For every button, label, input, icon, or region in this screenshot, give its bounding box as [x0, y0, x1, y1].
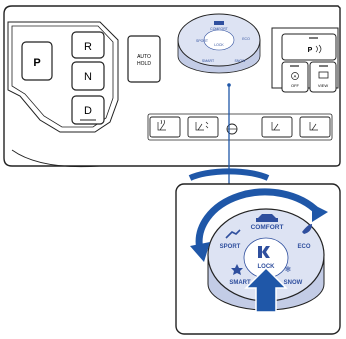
drive-mode-knob-small[interactable]: COMFORT SPORT ECO SMART SNOW LOCK — [177, 13, 261, 74]
auto-hold-line2: HOLD — [137, 61, 151, 67]
rotate-arrow-hint — [188, 168, 270, 181]
seat-buttons-row — [147, 113, 333, 141]
gear-button-d[interactable]: D — [71, 95, 105, 125]
snow-label: SNOW — [284, 280, 303, 286]
push-arrow-icon — [244, 266, 288, 313]
parking-assist-button[interactable]: P — [281, 33, 337, 61]
auto-hold-button[interactable]: AUTO HOLD — [127, 35, 161, 83]
eco-label: ECO — [297, 244, 310, 250]
small-knob-eco-label: ECO — [242, 37, 250, 41]
ventilated-seat-icon — [195, 121, 209, 131]
smart-label: SMART — [229, 280, 251, 286]
driver-heated-seat-button[interactable] — [149, 116, 181, 138]
view-button[interactable]: VIEW — [309, 61, 337, 93]
auto-off-button[interactable]: A OFF — [281, 61, 309, 93]
gear-selector-tray — [7, 21, 119, 133]
passenger-heated-seat-button[interactable] — [299, 116, 331, 138]
gear-label-d: D — [84, 105, 92, 117]
small-knob-comfort-label: COMFORT — [210, 27, 228, 31]
view-label: VIEW — [318, 83, 328, 88]
gear-button-p[interactable]: P — [21, 41, 53, 81]
lock-label: LOCK — [258, 264, 276, 270]
gear-label-r: R — [84, 41, 92, 53]
gear-label-p: P — [33, 57, 40, 69]
small-knob-sport-label: SPORT — [196, 39, 209, 43]
passenger-ventilated-seat-button[interactable] — [261, 116, 293, 138]
drive-mode-knob-large[interactable]: COMFORT SPORT ECO SMART ❄ SNOW LOCK — [207, 208, 325, 311]
small-knob-lock-label: LOCK — [214, 43, 224, 47]
rotate-arrow-icon — [195, 188, 322, 254]
small-knob-snow-label: SNOW — [235, 59, 247, 63]
right-button-panel — [271, 27, 339, 89]
snowflake-icon: ❄ — [285, 265, 292, 274]
auto-hold-line1: AUTO — [137, 54, 151, 60]
gear-button-n[interactable]: N — [71, 61, 105, 91]
car-icon — [256, 214, 278, 222]
gear-label-n: N — [84, 71, 92, 83]
camera-icon — [318, 71, 329, 79]
auto-off-line1: A — [294, 74, 297, 79]
sport-label: SPORT — [220, 244, 241, 250]
auto-off-line2: OFF — [291, 83, 300, 88]
gear-button-r[interactable]: R — [71, 31, 105, 59]
leaf-icon — [302, 224, 312, 234]
heated-seat-icon — [157, 119, 166, 131]
parking-assist-label: P — [308, 47, 313, 54]
callout-dot — [227, 83, 231, 87]
comfort-label: COMFORT — [251, 224, 284, 231]
driver-ventilated-seat-button[interactable] — [187, 116, 219, 138]
small-knob-smart-label: SMART — [202, 59, 215, 63]
